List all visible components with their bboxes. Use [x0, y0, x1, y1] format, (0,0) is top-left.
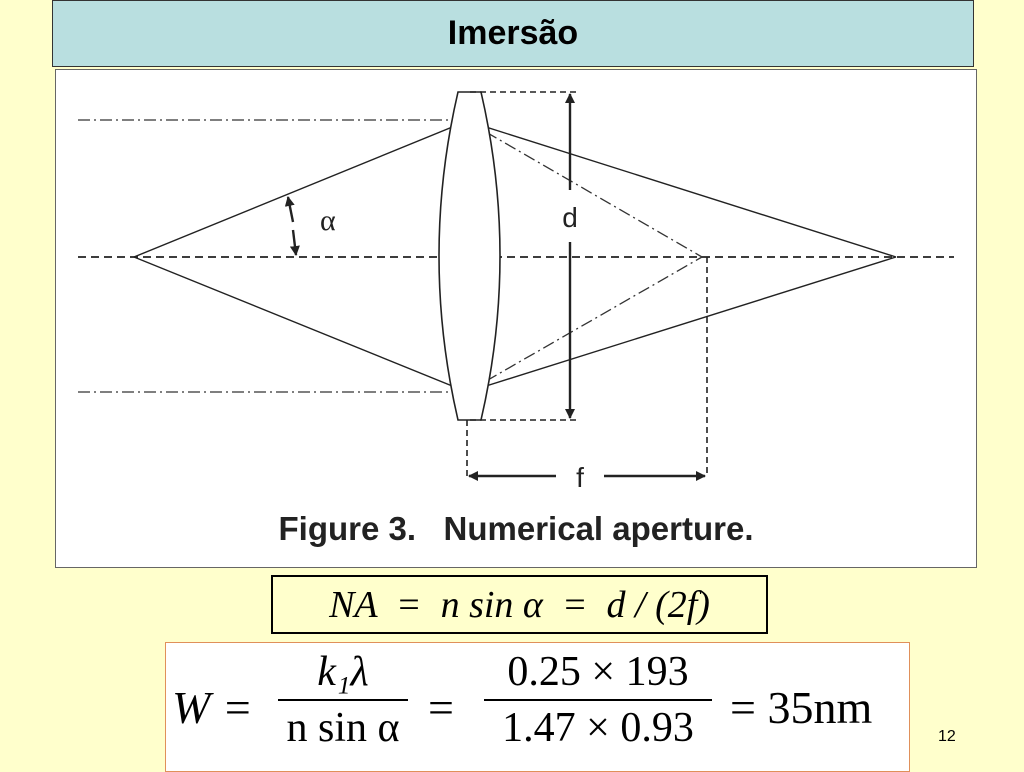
na-equation-text: NA = n sin α = d / (2f) — [329, 583, 710, 626]
page-number: 12 — [938, 728, 956, 745]
lens-diagram: d f α — [78, 91, 954, 493]
eq2-frac1-denominator: n sin α — [286, 705, 400, 751]
slide-title-bar: Imersão — [52, 0, 974, 67]
eq2-fraction-2: 0.25 × 193 1.47 × 0.93 — [484, 647, 712, 753]
alpha-label: α — [320, 204, 336, 237]
ray-lower-right — [466, 256, 897, 393]
eq2-lhs: W = — [172, 682, 253, 733]
eq2-result: = 35nm — [730, 682, 873, 733]
eq2-frac2-denominator: 1.47 × 0.93 — [502, 705, 694, 751]
resolution-equation: W = k₁λ n sin α = 0.25 × 193 1.47 × 0.93… — [165, 642, 910, 772]
eq2-frac2-numerator: 0.25 × 193 — [507, 649, 689, 695]
ray-lower-left — [133, 256, 468, 393]
alpha-arrow-up — [284, 196, 295, 223]
numerical-aperture-equation: NA = n sin α = d / (2f) — [271, 575, 768, 634]
focal-ray-lower — [466, 256, 703, 393]
d-label: d — [562, 202, 578, 233]
ray-upper-right — [466, 120, 897, 258]
numerical-aperture-figure: d f α Figure 3. Numerical aperture. — [55, 69, 977, 568]
alpha-arrow-down — [289, 229, 300, 256]
focal-ray-upper — [466, 120, 703, 258]
ray-upper-left — [133, 120, 468, 258]
eq2-frac1-numerator: k₁λ — [317, 649, 369, 695]
f-label: f — [576, 462, 584, 493]
slide-title: Imersão — [447, 14, 579, 52]
eq2-equals: = — [428, 682, 454, 733]
eq2-fraction-1: k₁λ n sin α — [278, 647, 408, 753]
figure-caption: Figure 3. Numerical aperture. — [278, 510, 754, 547]
lens — [438, 91, 501, 421]
